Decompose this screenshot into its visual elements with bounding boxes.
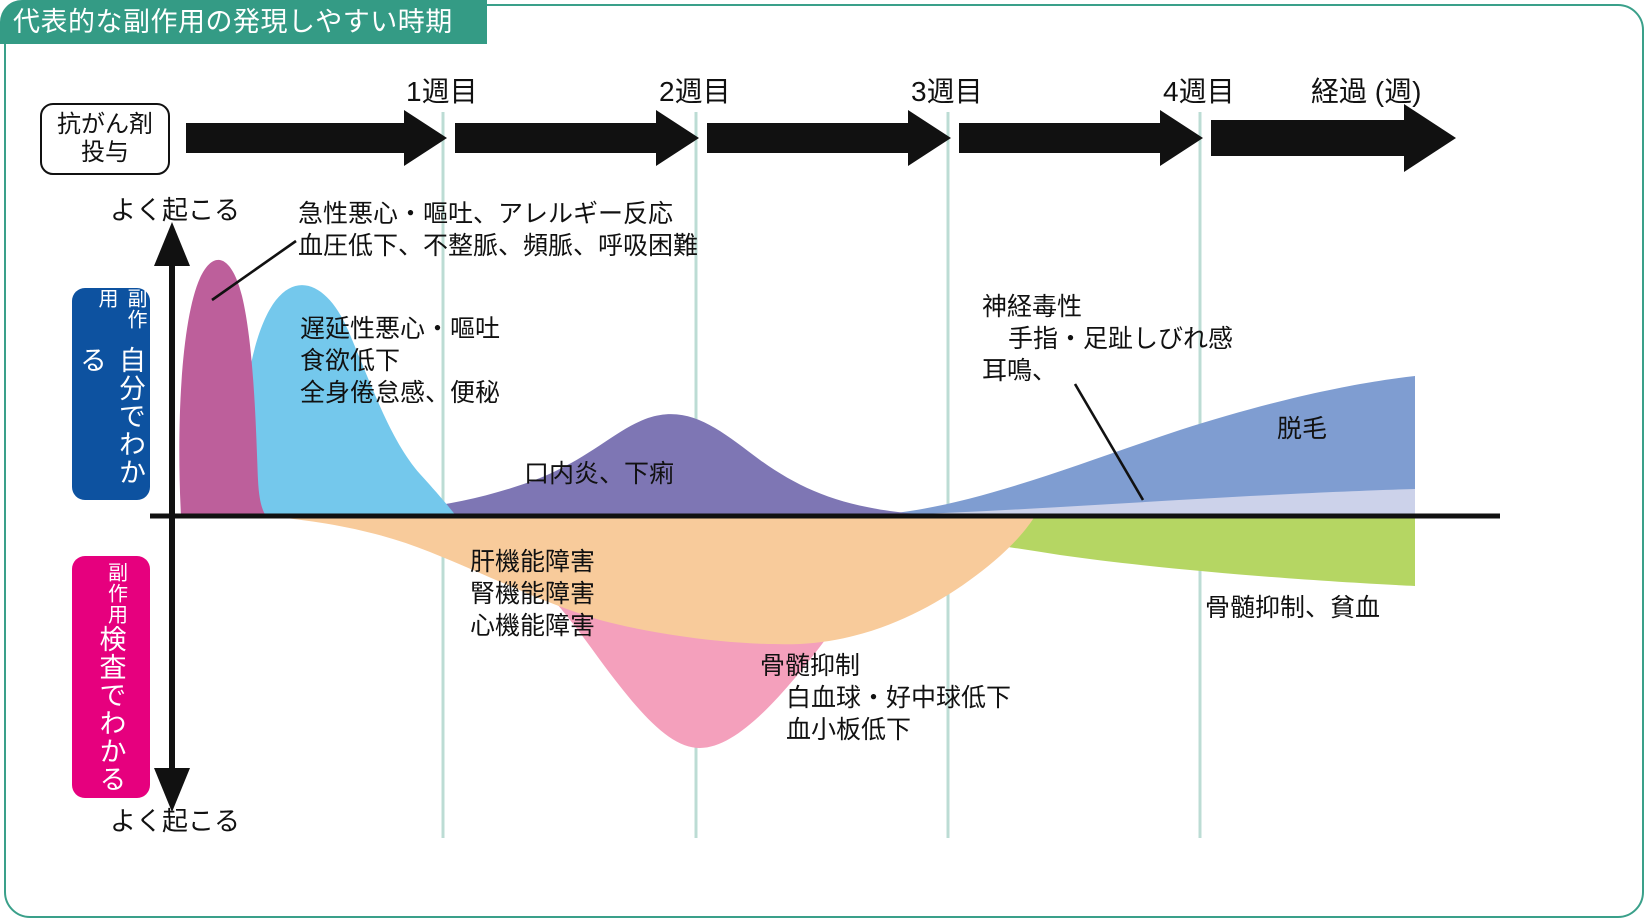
- annotation-myelo-line2: 白血球・好中球低下: [786, 684, 1012, 712]
- area-alopecia: [860, 376, 1415, 516]
- banner-title: 代表的な副作用の発現しやすい時期: [13, 6, 453, 37]
- tick-label-week-3: 3週目: [911, 76, 983, 107]
- y-axis-arrow-up: [154, 222, 190, 266]
- annotation-neuro-line3: 耳鳴、: [982, 357, 1058, 385]
- annotation-myelosuppression: 骨髄抑制 白血球・好中球低下 血小板低下: [760, 650, 1011, 746]
- annotation-myelo-line1: 骨髄抑制: [760, 652, 861, 680]
- annotation-myelo-line3: 血小板低下: [786, 716, 912, 744]
- area-delayed: [242, 285, 456, 516]
- y-axis-bottom-caption: よく起こる: [110, 806, 241, 836]
- badge-test-sub: 副作用: [104, 561, 127, 625]
- dosebox-line1: 抗がん剤: [57, 110, 153, 138]
- badge-self-sub: 副作用: [95, 288, 146, 330]
- tick-label-week-4: 4週目: [1163, 76, 1235, 107]
- area-neurotoxicity: [860, 489, 1415, 516]
- area-acute: [179, 259, 266, 516]
- header-banner: 代表的な副作用の発現しやすい時期: [0, 0, 487, 44]
- tick-label-week-1: 1週目: [406, 76, 478, 107]
- badge-self-aware: 自分でわかる 副作用: [72, 288, 150, 500]
- annotation-mucositis-line1: 口内炎、下痢: [524, 460, 675, 488]
- badge-test-main: 検査でわかる: [95, 624, 126, 793]
- annotation-neurotoxicity: 神経毒性 手指・足趾しびれ感 耳鳴、: [982, 291, 1233, 387]
- annotation-alopecia: 脱毛: [1277, 413, 1327, 445]
- y-axis-top-caption: よく起こる: [110, 195, 241, 225]
- annotation-delayed-line3: 全身倦怠感、便秘: [300, 379, 501, 407]
- annotation-delayed: 遅延性悪心・嘔吐 食欲低下 全身倦怠感、便秘: [300, 313, 500, 409]
- annotation-alopecia-line1: 脱毛: [1277, 415, 1328, 443]
- annotation-acute: 急性悪心・嘔吐、アレルギー反応 血圧低下、不整脈、頻脈、呼吸困難: [298, 198, 698, 262]
- area-anemia: [700, 516, 1415, 586]
- y-axis-arrow-down: [154, 768, 190, 812]
- leader-neuro: [1073, 383, 1145, 501]
- annotation-anemia-line1: 骨髄抑制、貧血: [1205, 594, 1381, 622]
- annotation-neuro-line1: 神経毒性: [982, 293, 1083, 321]
- area-mucositis: [300, 414, 960, 516]
- badge-lab-detected: 検査でわかる 副作用: [72, 556, 150, 798]
- annotation-organ-line1: 肝機能障害: [470, 548, 596, 576]
- annotation-delayed-line2: 食欲低下: [300, 347, 401, 375]
- area-organ: [266, 516, 1035, 645]
- drug-administration-box: 抗がん剤 投与: [40, 103, 170, 175]
- annotation-anemia: 骨髄抑制、貧血: [1205, 592, 1380, 624]
- annotation-delayed-line1: 遅延性悪心・嘔吐: [300, 315, 501, 343]
- dosebox-line2: 投与: [81, 139, 129, 166]
- timeline-arrows: [186, 104, 1456, 172]
- x-axis-caption: 経過 (週): [1311, 76, 1422, 107]
- leader-acute: [211, 239, 297, 302]
- annotation-organ-line2: 腎機能障害: [470, 580, 596, 608]
- annotation-mucositis: 口内炎、下痢: [524, 458, 674, 490]
- badge-self-main: 自分でわかる: [76, 345, 145, 486]
- annotation-acute-line2: 血圧低下、不整脈、頻脈、呼吸困難: [298, 232, 699, 260]
- annotation-organ-dysfunction: 肝機能障害 腎機能障害 心機能障害: [470, 546, 595, 642]
- annotation-organ-line3: 心機能障害: [470, 612, 596, 640]
- annotation-neuro-line2: 手指・足趾しびれ感: [1008, 325, 1234, 353]
- annotation-acute-line1: 急性悪心・嘔吐、アレルギー反応: [298, 200, 674, 228]
- tick-label-week-2: 2週目: [659, 76, 731, 107]
